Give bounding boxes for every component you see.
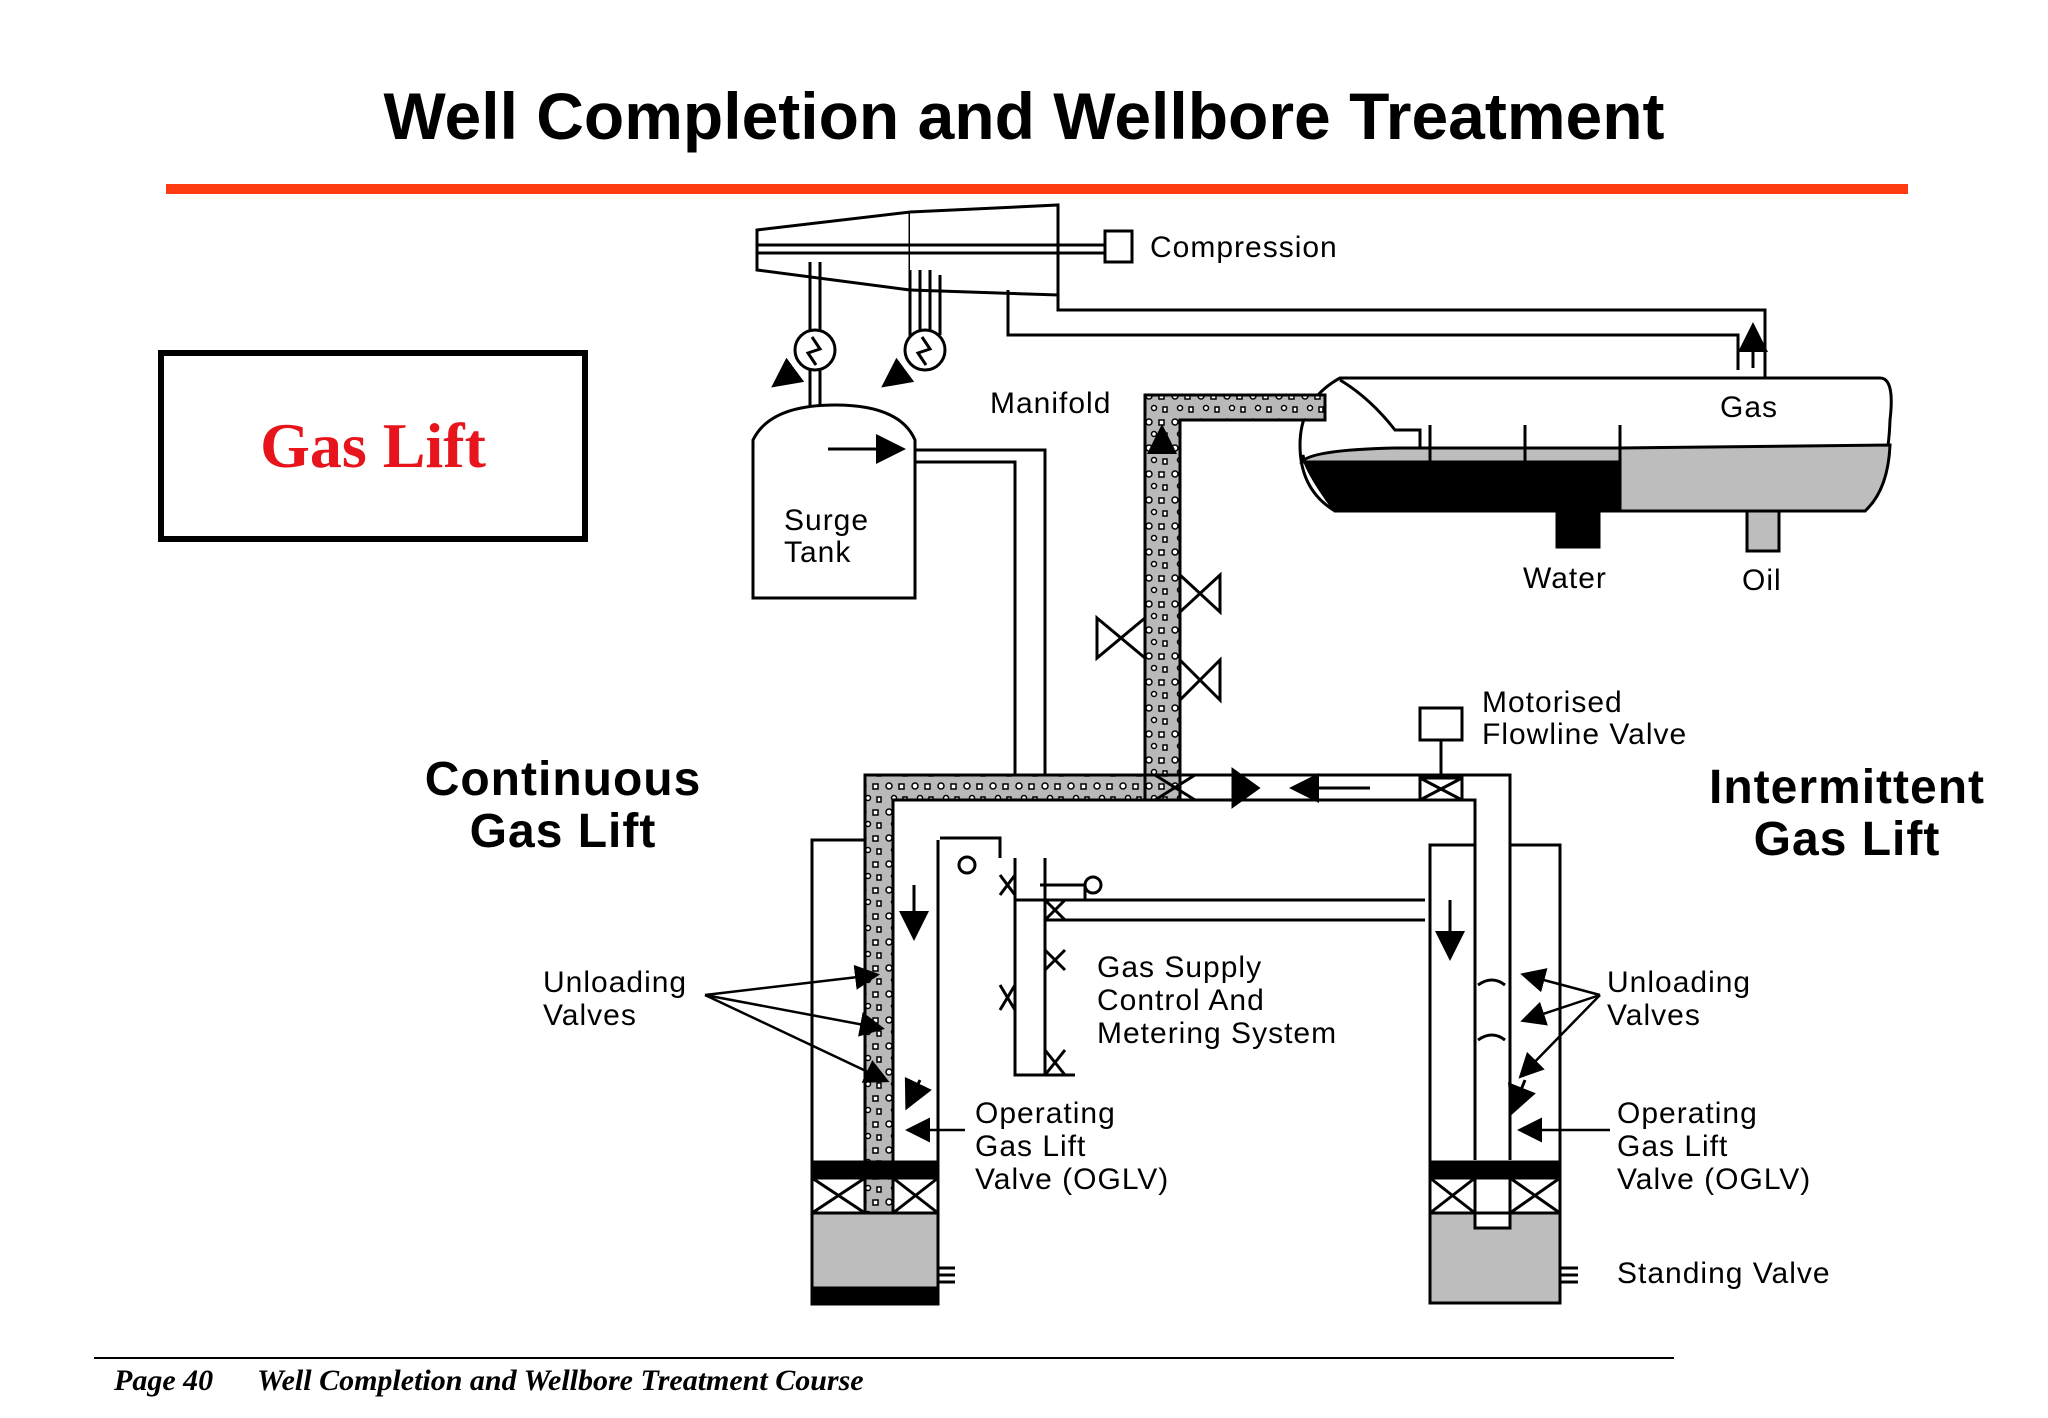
gas-supply-label-line2: Control And	[1097, 984, 1265, 1017]
footer-rule	[94, 1357, 1674, 1359]
oil-label: Oil	[1742, 564, 1782, 597]
continuous-label-line2: Gas Lift	[470, 805, 657, 858]
intermittent-label-line1: Intermittent	[1709, 761, 1985, 814]
unloading-left-pointers	[704, 964, 965, 1143]
cooler-icons	[771, 328, 947, 388]
surge-tank	[751, 403, 1047, 775]
unloading-left-label-line2: Valves	[543, 999, 637, 1032]
manifold-valves	[1095, 571, 1222, 704]
gas-label: Gas	[1720, 391, 1778, 424]
water-label: Water	[1523, 562, 1607, 595]
footer: Page 40 Well Completion and Wellbore Trea…	[114, 1364, 864, 1398]
footer-course-title: Well Completion and Wellbore Treatment C…	[257, 1364, 864, 1397]
intermittent-well	[1428, 843, 1578, 1305]
compression-label: Compression	[1150, 231, 1338, 264]
continuous-label-line1: Continuous	[425, 753, 702, 806]
surge-tank-label-line2: Tank	[784, 536, 851, 569]
gas-lift-box-label: Gas Lift	[260, 410, 486, 481]
intermittent-header	[1154, 706, 1512, 1160]
oglv-right-label-line2: Gas Lift	[1617, 1130, 1728, 1163]
gas-supply-label-line3: Metering System	[1097, 1017, 1337, 1050]
gas-lift-box: Gas Lift	[158, 350, 588, 542]
manifold-label: Manifold	[990, 387, 1111, 420]
oglv-right-label-line3: Valve (OGLV)	[1617, 1163, 1811, 1196]
surge-tank-label-line1: Surge	[784, 504, 869, 537]
intermittent-label-line2: Gas Lift	[1754, 813, 1941, 866]
motorised-label-line1: Motorised	[1482, 686, 1623, 719]
separator	[1298, 376, 1893, 553]
unloading-left-label-line1: Unloading	[543, 966, 687, 999]
oglv-right-label-line1: Operating	[1617, 1097, 1758, 1130]
gas-supply-label-line1: Gas Supply	[1097, 951, 1262, 984]
unloading-right-pointers	[1517, 968, 1610, 1143]
oglv-left-label-line2: Gas Lift	[975, 1130, 1086, 1163]
oglv-left-label-line3: Valve (OGLV)	[975, 1163, 1169, 1196]
footer-page-number: Page 40	[114, 1364, 214, 1397]
motorised-label-line2: Flowline Valve	[1482, 718, 1687, 751]
gas-supply-lines	[940, 836, 1425, 1077]
standing-valve-label: Standing Valve	[1617, 1257, 1831, 1290]
continuous-well	[810, 838, 955, 1306]
title-underline	[166, 184, 1908, 194]
unloading-right-label-line2: Valves	[1607, 999, 1701, 1032]
page-title: Well Completion and Wellbore Treatment	[383, 79, 1665, 153]
oglv-left-label-line1: Operating	[975, 1097, 1116, 1130]
unloading-right-label-line1: Unloading	[1607, 966, 1751, 999]
